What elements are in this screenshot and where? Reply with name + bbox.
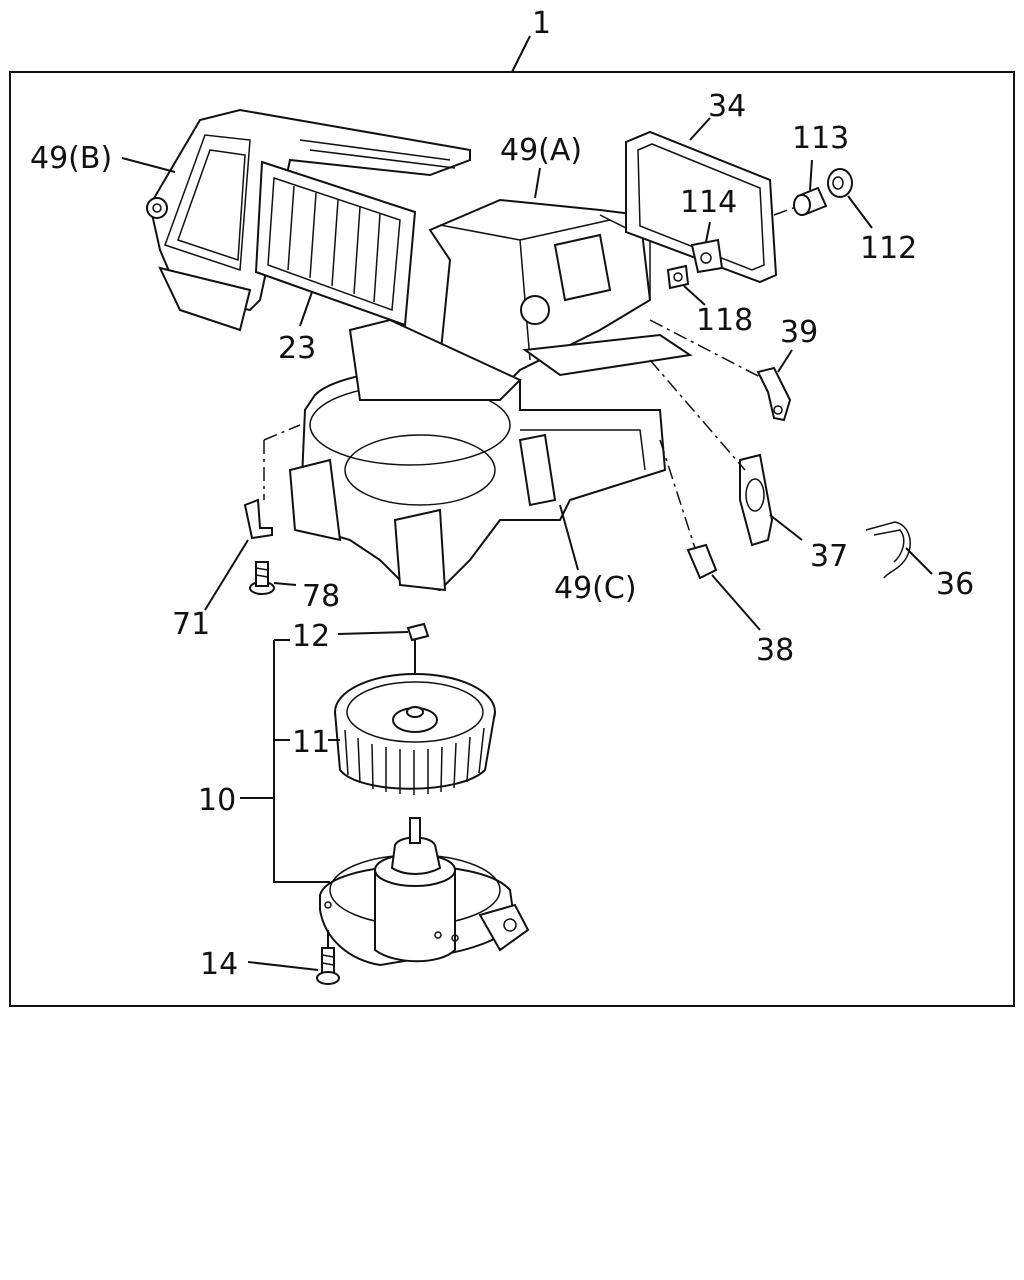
leader-49b: [121, 157, 176, 173]
leader-114: [705, 221, 711, 243]
leader-118: [683, 285, 706, 306]
leader-49c: [559, 504, 579, 571]
part-71-bracket: [243, 498, 273, 540]
label-11: 11: [292, 725, 330, 760]
part-49c-case: [288, 318, 667, 592]
leader-39: [777, 349, 793, 373]
label-49a: 49(A): [500, 133, 582, 168]
leader-14: [247, 961, 319, 971]
label-49b: 49(B): [30, 141, 112, 176]
label-112: 112: [860, 231, 917, 266]
label-10: 10: [198, 783, 236, 818]
part-39-link: [756, 366, 792, 422]
part-34-gasket: [625, 130, 778, 284]
part-113-bushing: [793, 186, 828, 216]
leader-112: [847, 195, 873, 229]
part-11-fan-wheel: [334, 673, 496, 795]
label-34: 34: [708, 89, 746, 124]
part-49b-housing: [146, 108, 471, 332]
leader-34: [689, 117, 711, 141]
leader-23: [299, 291, 313, 327]
part-37-seal: [739, 453, 774, 547]
bracket-10: [273, 639, 330, 883]
label-36: 36: [936, 567, 974, 602]
label-71: 71: [172, 607, 210, 642]
label-49c: 49(C): [554, 571, 637, 606]
leader-36: [905, 547, 933, 575]
label-114: 114: [680, 185, 737, 220]
label-113: 113: [792, 121, 849, 156]
label-12: 12: [292, 619, 330, 654]
part-14-screw: [316, 947, 340, 985]
leader-12: [337, 631, 409, 635]
leader-113: [809, 159, 813, 191]
label-39: 39: [780, 315, 818, 350]
label-37: 37: [810, 539, 848, 574]
label-118: 118: [696, 303, 753, 338]
label-1: 1: [532, 6, 551, 41]
part-36-spring: [865, 521, 911, 579]
label-14: 14: [200, 947, 238, 982]
leader-1: [511, 35, 531, 73]
leader-37: [769, 514, 803, 541]
leader-71: [204, 539, 249, 611]
leader-49a: [534, 167, 541, 199]
part-10-blower-motor: [319, 817, 530, 967]
leader-38: [711, 574, 761, 631]
part-114-clip: [690, 238, 724, 274]
label-38: 38: [756, 633, 794, 668]
part-23-filter: [254, 160, 417, 327]
part-12-nut: [406, 622, 430, 642]
part-78-screw: [249, 561, 275, 595]
label-78: 78: [302, 579, 340, 614]
part-38-clip: [686, 543, 718, 580]
part-118-nut: [666, 264, 690, 290]
part-112-cap: [827, 168, 853, 198]
part-49a-case: [428, 198, 693, 402]
label-23: 23: [278, 331, 316, 366]
leader-78: [273, 582, 297, 586]
